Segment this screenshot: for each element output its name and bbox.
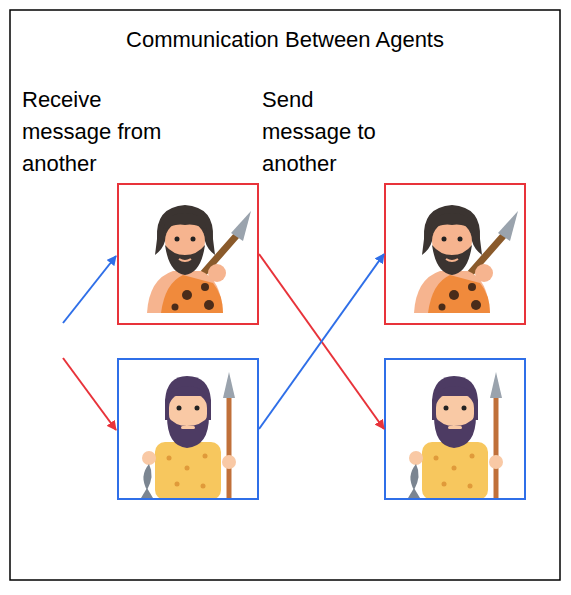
message-arrow: [259, 254, 384, 429]
message-arrow: [259, 254, 384, 429]
incoming-arrow: [63, 358, 116, 430]
caveman-figure: [141, 372, 236, 500]
column-heading: Receive message from another: [22, 84, 182, 180]
column-heading: Send message to another: [262, 84, 392, 180]
agent-box: [117, 183, 259, 325]
caveman-figure: [147, 205, 251, 313]
caveman-figure: [408, 372, 503, 500]
agent-box: [384, 183, 526, 325]
incoming-arrow: [63, 256, 116, 323]
caveman-figure: [414, 205, 518, 313]
agent-box: [384, 358, 526, 500]
diagram-title: Communication Between Agents: [10, 24, 560, 56]
outer-frame: [10, 10, 560, 580]
agent-box: [117, 358, 259, 500]
